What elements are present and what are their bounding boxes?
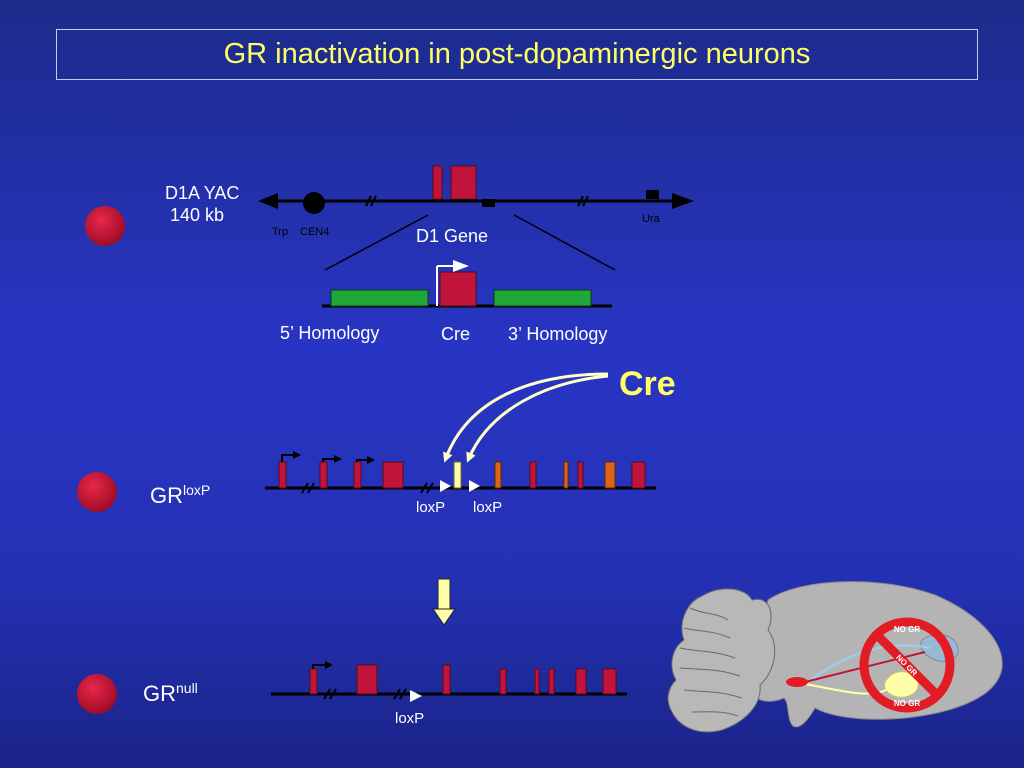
homology-3-box [493, 289, 592, 307]
grloxp-label: GRloxP [150, 482, 210, 508]
yac-left-arrow-icon [258, 193, 278, 209]
yac-map [258, 165, 694, 271]
centromere-marker [303, 192, 325, 214]
targeting-construct [322, 260, 612, 308]
title-box: GR inactivation in post-dopaminergic neu… [56, 29, 978, 80]
yac-marker-box [482, 199, 495, 207]
grloxp-gene-map [265, 451, 656, 494]
ura-label: Ura [642, 213, 661, 225]
yac-name: D1A YAC [165, 183, 239, 203]
yac-size: 140 kb [170, 205, 224, 225]
cen4-label: CEN4 [300, 226, 329, 238]
homology-5-label: 5’ Homology [280, 323, 379, 343]
trp-label: Trp [272, 226, 288, 238]
no-gr-top-label: NO GR [894, 625, 920, 634]
loxp-label-null: loxP [395, 710, 424, 727]
grnull-gene-map [271, 661, 627, 702]
grnull-label: GRnull [143, 680, 198, 706]
cre-arrow-right-icon [466, 374, 609, 463]
d1-exon-1 [432, 165, 443, 200]
yac-right-arrow-icon [672, 193, 694, 209]
loxp-site-null-icon [410, 690, 422, 702]
slide-title: GR inactivation in post-dopaminergic neu… [223, 38, 811, 70]
homology-5-box [330, 289, 429, 307]
d1-exon-2 [450, 165, 477, 200]
d1-gene-label: D1 Gene [416, 226, 488, 246]
yac-break-left-icon [365, 195, 377, 207]
yac-break-right-icon [577, 195, 589, 207]
loxp-label-left: loxP [416, 499, 445, 516]
cerebellum-shape [667, 588, 776, 733]
recombination-down-arrow-icon [432, 578, 456, 626]
cre-recombinase-label: Cre [619, 365, 676, 403]
no-sign-icon [859, 617, 955, 713]
loxp-site-left-icon [440, 480, 451, 492]
cre-action-arrows [443, 372, 609, 463]
cre-box [439, 271, 477, 307]
loxp-site-right-icon [469, 480, 480, 492]
cre-arrow-left-icon [443, 372, 609, 463]
bullet-grloxp [77, 472, 117, 512]
bullet-yac [85, 206, 125, 246]
ura-marker-box [646, 190, 659, 199]
loxp-label-right: loxP [473, 499, 502, 516]
promoter-arrow-icon [436, 260, 469, 306]
homology-3-label: 3’ Homology [508, 324, 607, 344]
no-gr-bottom-label: NO GR [894, 699, 920, 708]
cerebrum-shape [747, 581, 1003, 728]
cre-construct-label: Cre [441, 324, 470, 344]
bullet-grnull [77, 674, 117, 714]
